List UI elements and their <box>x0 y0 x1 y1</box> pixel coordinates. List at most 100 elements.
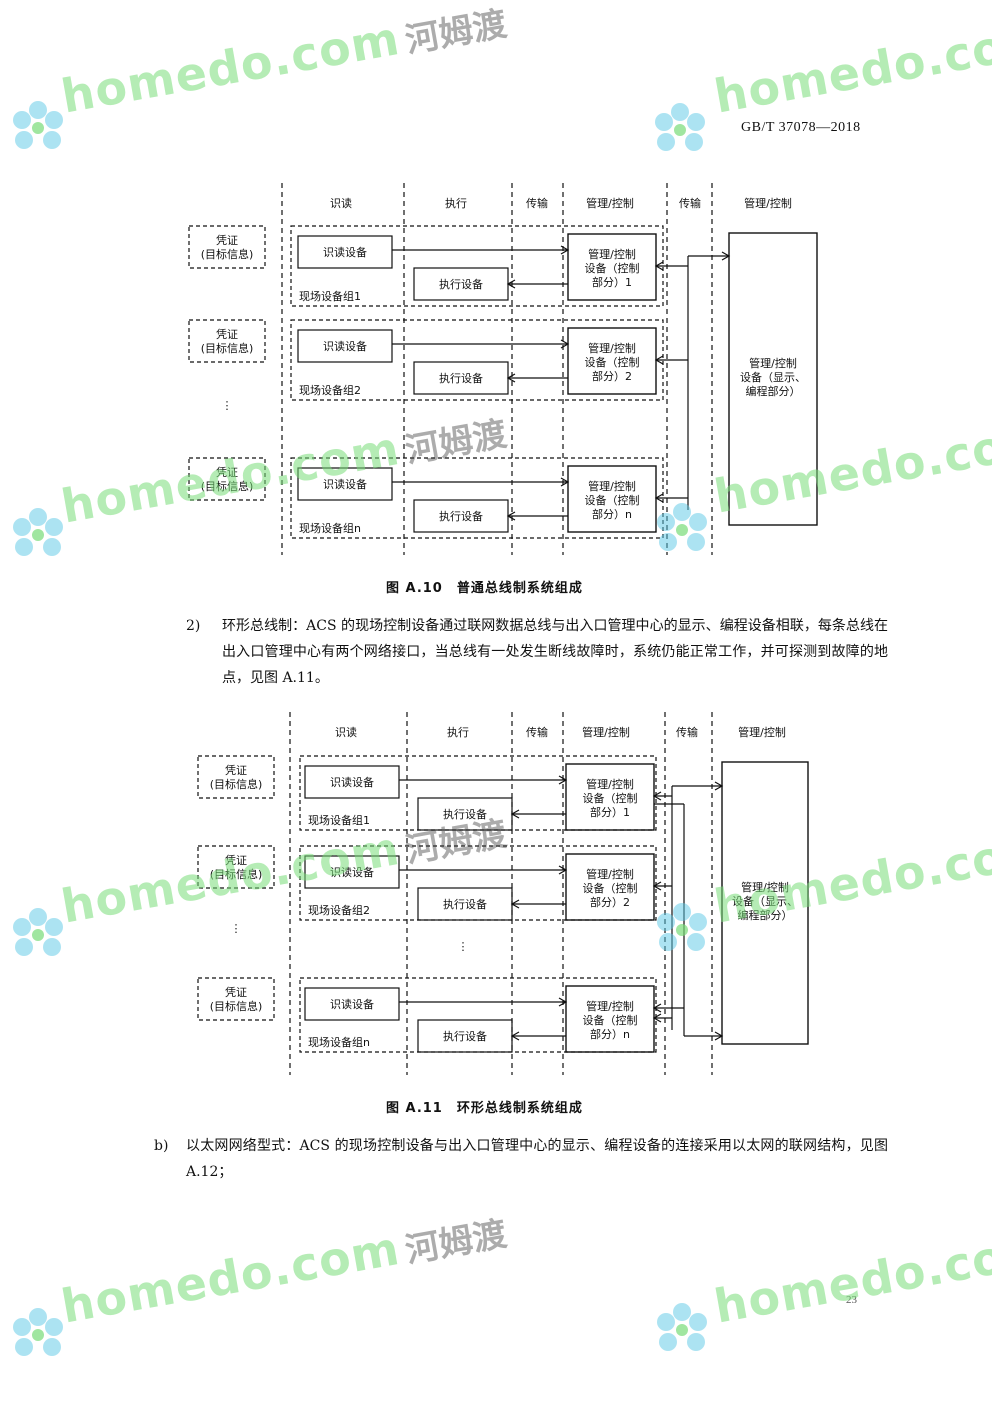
field-device-group <box>290 225 664 307</box>
reader-device-box <box>297 235 393 269</box>
column-header: 执行 <box>447 725 469 739</box>
figure-a11-caption: 图 A.11 环形总线制系统组成 <box>386 1101 583 1116</box>
field-device-group <box>299 845 657 921</box>
controller-label: 管理/控制设备（控制部分）n <box>585 479 640 521</box>
controller-label: 管理/控制设备（控制部分）2 <box>583 867 638 909</box>
reader-device-label: 识读设备 <box>330 997 374 1011</box>
actuator-device-label: 执行设备 <box>439 509 483 523</box>
arrow-icon <box>510 899 520 909</box>
ellipsis-mark: ⋮ <box>458 940 469 953</box>
management-center-label: 管理/控制设备（显示、编程部分） <box>740 356 806 398</box>
paragraph-b-marker: b) <box>154 1138 169 1154</box>
paragraph-b-text: 以太网网络型式：ACS 的现场控制设备与出入口管理中心的显示、编程设备的连接采用… <box>186 1138 888 1180</box>
watermark-flower-icon <box>13 1308 63 1356</box>
reader-device-box <box>297 329 393 363</box>
arrow-icon <box>558 775 568 785</box>
controller-label: 管理/控制设备（控制部分）2 <box>585 341 640 383</box>
figure-a10-caption: 图 A.10 普通总线制系统组成 <box>386 581 583 596</box>
arrow-icon <box>714 1031 724 1041</box>
arrow-icon <box>510 1031 520 1041</box>
watermark-flower-icon <box>657 1303 707 1351</box>
column-header: 识读 <box>335 725 357 739</box>
management-center-box <box>721 761 809 1045</box>
field-device-group <box>299 755 657 831</box>
arrow-icon <box>558 997 568 1007</box>
arrow-icon <box>654 261 664 271</box>
column-header: 管理/控制 <box>738 725 786 739</box>
column-header: 识读 <box>330 196 352 210</box>
group-label: 现场设备组n <box>299 521 361 535</box>
credential-box <box>188 319 266 363</box>
actuator-device-label: 执行设备 <box>439 371 483 385</box>
credential-label: 凭证(目标信息) <box>210 985 263 1013</box>
group-label: 现场设备组2 <box>299 383 361 397</box>
arrow-icon <box>714 781 724 791</box>
controller-box <box>567 465 657 533</box>
management-center-box <box>728 232 818 526</box>
credential-box <box>188 457 266 501</box>
group-label: 现场设备组1 <box>308 813 370 827</box>
column-header: 管理/控制 <box>586 196 634 210</box>
actuator-device-label: 执行设备 <box>443 1029 487 1043</box>
column-header: 传输 <box>526 725 548 739</box>
arrow-icon <box>652 791 662 801</box>
controller-box <box>565 985 655 1053</box>
controller-box <box>567 233 657 301</box>
controller-box <box>565 763 655 831</box>
column-header: 执行 <box>445 196 467 210</box>
credential-label: 凭证(目标信息) <box>201 465 254 493</box>
controller-box <box>565 853 655 921</box>
arrow-icon <box>510 809 520 819</box>
controller-box <box>567 327 657 395</box>
column-header: 管理/控制 <box>744 196 792 210</box>
watermark-flower-icon <box>657 903 707 951</box>
group-label: 现场设备组n <box>308 1035 370 1049</box>
reader-device-box <box>297 467 393 501</box>
credential-box <box>197 755 275 799</box>
column-header: 传输 <box>676 725 698 739</box>
arrow-icon <box>652 881 662 891</box>
column-header: 管理/控制 <box>582 725 630 739</box>
credential-label: 凭证(目标信息) <box>201 233 254 261</box>
credential-box <box>197 977 275 1021</box>
arrow-icon <box>652 1013 662 1023</box>
column-header: 传输 <box>526 196 548 210</box>
credential-label: 凭证(目标信息) <box>210 763 263 791</box>
paragraph-2-text: 环形总线制：ACS 的现场控制设备通过联网数据总线与出入口管理中心的显示、编程设… <box>222 618 888 686</box>
controller-label: 管理/控制设备（控制部分）n <box>583 999 638 1041</box>
credential-label: 凭证(目标信息) <box>210 853 263 881</box>
field-device-group <box>290 457 664 539</box>
watermark-flower-icon <box>13 908 63 956</box>
reader-device-label: 识读设备 <box>323 477 367 491</box>
field-device-group <box>299 977 657 1053</box>
credential-label: 凭证(目标信息) <box>201 327 254 355</box>
watermark-flower-icon <box>657 503 707 551</box>
reader-device-box <box>304 765 400 799</box>
paragraph-2-marker: 2) <box>186 618 201 634</box>
reader-device-label: 识读设备 <box>330 775 374 789</box>
arrow-icon <box>654 355 664 365</box>
arrow-icon <box>558 865 568 875</box>
credential-box <box>188 225 266 269</box>
page-number: 23 <box>846 1294 857 1306</box>
controller-label: 管理/控制设备（控制部分）1 <box>585 247 640 289</box>
arrow-icon <box>506 511 516 521</box>
watermark-flower-icon <box>655 103 705 151</box>
watermark-flower-icon <box>13 508 63 556</box>
arrow-icon <box>652 1003 662 1013</box>
group-label: 现场设备组1 <box>299 289 361 303</box>
standard-number: GB/T 37078—2018 <box>741 120 861 135</box>
arrow-icon <box>560 339 570 349</box>
column-header: 传输 <box>679 196 701 210</box>
watermark-flower-icon <box>13 101 63 149</box>
actuator-device-label: 执行设备 <box>443 897 487 911</box>
ellipsis-mark: ⋮ <box>231 922 242 935</box>
reader-device-label: 识读设备 <box>323 339 367 353</box>
reader-device-box <box>304 987 400 1021</box>
arrow-icon <box>506 373 516 383</box>
actuator-device-label: 执行设备 <box>439 277 483 291</box>
actuator-device-label: 执行设备 <box>443 807 487 821</box>
management-center-label: 管理/控制设备（显示、编程部分） <box>732 880 798 922</box>
arrow-icon <box>560 477 570 487</box>
